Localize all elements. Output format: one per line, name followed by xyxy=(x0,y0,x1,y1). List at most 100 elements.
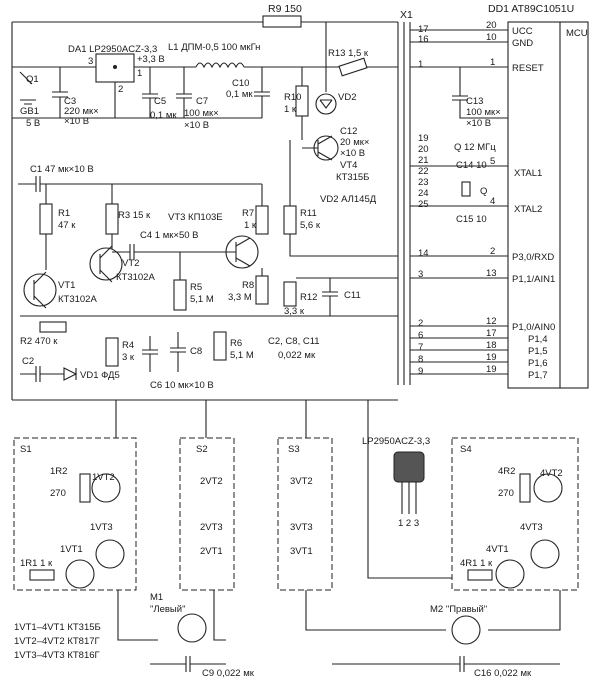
s1-label: S1 xyxy=(20,444,32,455)
svg-text:GND: GND xyxy=(512,38,533,49)
vt4-type: КТ315Б xyxy=(336,172,369,183)
svg-text:19: 19 xyxy=(418,133,429,144)
svg-text:16: 16 xyxy=(418,34,429,45)
svg-text:17: 17 xyxy=(486,328,497,339)
svg-text:5: 5 xyxy=(490,156,495,167)
s1-r2-label: 1R2 xyxy=(50,466,67,477)
s4-label: S4 xyxy=(460,444,472,455)
s2-module xyxy=(179,437,235,591)
svg-text:P1,5: P1,5 xyxy=(528,346,548,357)
svg-text:12: 12 xyxy=(486,316,497,327)
c4-label: C4 1 мк×50 В xyxy=(140,230,198,241)
s4-r1-label: 4R1 1 к xyxy=(460,558,493,569)
c15-label: C15 10 xyxy=(456,214,487,225)
svg-text:XTAL1: XTAL1 xyxy=(514,168,542,179)
r13-label: R13 1,5 к xyxy=(328,48,369,59)
c11-label: C11 xyxy=(344,290,361,301)
svg-text:10: 10 xyxy=(486,32,497,43)
r12-resistor xyxy=(283,281,297,307)
c3-label: C3 xyxy=(64,96,76,107)
s2-vt2-label: 2VT2 xyxy=(200,476,223,487)
s1-vt3-label: 1VT3 xyxy=(90,522,113,533)
da1-label: DA1 LP2950ACZ-3,3 xyxy=(68,44,157,55)
x1-label: X1 xyxy=(400,9,413,21)
vd2-led xyxy=(315,93,337,115)
r9-resistor xyxy=(262,15,302,28)
svg-text:P1,6: P1,6 xyxy=(528,358,548,369)
legend-line-3: 1VT3–4VT3 КТ816Г xyxy=(14,650,100,661)
s4-vt3-transistor xyxy=(530,539,560,569)
svg-text:22: 22 xyxy=(418,166,429,177)
c7-value2: ×10 В xyxy=(184,120,209,131)
vt3-label: VT3 КП103Е xyxy=(168,212,223,223)
c9-label: C9 0,022 мк xyxy=(202,668,255,679)
c13-value2: ×10 В xyxy=(466,118,491,129)
s2-vt3-label: 2VT3 xyxy=(200,522,223,533)
s4-vt2-transistor xyxy=(533,473,563,503)
svg-text:P1,0/AIN0: P1,0/AIN0 xyxy=(512,322,555,333)
c10-label: C10 xyxy=(232,78,249,89)
r7-label: R7 xyxy=(242,208,254,219)
svg-text:2: 2 xyxy=(490,246,495,257)
c12-value2: ×10 В xyxy=(340,148,365,159)
svg-text:P1,1/AIN1: P1,1/AIN1 xyxy=(512,274,555,285)
da1-pin2: 2 xyxy=(118,84,123,95)
s4-vt2-label: 4VT2 xyxy=(540,468,563,479)
vd1-label: VD1 ФД5 xyxy=(80,370,120,381)
svg-text:20: 20 xyxy=(418,144,429,155)
svg-text:8: 8 xyxy=(418,354,423,365)
mcu-chip xyxy=(507,21,589,389)
s1-vt1-transistor xyxy=(65,559,95,589)
c5-capacitor xyxy=(142,67,158,118)
r10-label: R10 xyxy=(284,92,301,103)
c12-value: 20 мк× xyxy=(340,137,369,148)
c13-value: 100 мк× xyxy=(466,107,501,118)
r1-value: 47 к xyxy=(58,220,76,231)
vt1-label: VT1 xyxy=(58,280,75,291)
s2-vt1-label: 2VT1 xyxy=(200,546,223,557)
r5-label: R5 xyxy=(190,282,202,293)
svg-text:3: 3 xyxy=(418,269,423,280)
s3-vt3-label: 3VT3 xyxy=(290,522,313,533)
gb1-voltage: 5 В xyxy=(26,118,40,129)
m1-motor xyxy=(177,613,207,643)
r11-value: 5,6 к xyxy=(300,220,321,231)
svg-text:P3,0/RXD: P3,0/RXD xyxy=(512,252,554,263)
r9-label: R9 150 xyxy=(268,3,302,15)
svg-text:20: 20 xyxy=(486,20,497,31)
c2-c8-c11-value: 0,022 мк xyxy=(278,350,316,361)
r10-value: 1 к xyxy=(284,104,297,115)
legend-line-2: 1VT2–4VT2 КТ817Г xyxy=(14,636,100,647)
m2-label: M2 "Правый" xyxy=(430,604,487,615)
r4-resistor xyxy=(105,337,119,367)
svg-text:XTAL2: XTAL2 xyxy=(514,204,542,215)
c16-label: C16 0,022 мк xyxy=(474,668,532,679)
c3-value: 220 мк× xyxy=(64,106,99,117)
r12-label: R12 xyxy=(300,292,317,303)
vd2-label: VD2 xyxy=(338,92,356,103)
r11-resistor xyxy=(283,205,297,235)
s4-vt1-transistor xyxy=(495,559,525,589)
vt2-type: КТ3102А xyxy=(116,272,155,283)
r3-label: R3 15 к xyxy=(118,210,151,221)
vt4-label: VT4 xyxy=(340,160,357,171)
vt2-label: VT2 xyxy=(122,258,139,269)
s1-r1-resistor xyxy=(29,569,55,581)
svg-text:4: 4 xyxy=(490,196,495,207)
svg-text:24: 24 xyxy=(418,188,429,199)
c12-label: C12 xyxy=(340,126,357,137)
ic-package-pin-numbers: 1 2 3 xyxy=(398,518,419,529)
s4-r2-resistor xyxy=(519,473,531,503)
r6-value: 5,1 М xyxy=(230,350,254,361)
r13-resistor xyxy=(338,57,368,77)
s3-label: S3 xyxy=(288,444,300,455)
s4-vt3-label: 4VT3 xyxy=(520,522,543,533)
r7-value: 1 к xyxy=(244,220,257,231)
svg-text:14: 14 xyxy=(418,248,429,259)
svg-text:19: 19 xyxy=(486,352,497,363)
svg-text:13: 13 xyxy=(486,268,497,279)
s4-module xyxy=(451,437,579,591)
r11-label: R11 xyxy=(300,208,317,219)
c14-label: C14 10 xyxy=(456,160,487,171)
